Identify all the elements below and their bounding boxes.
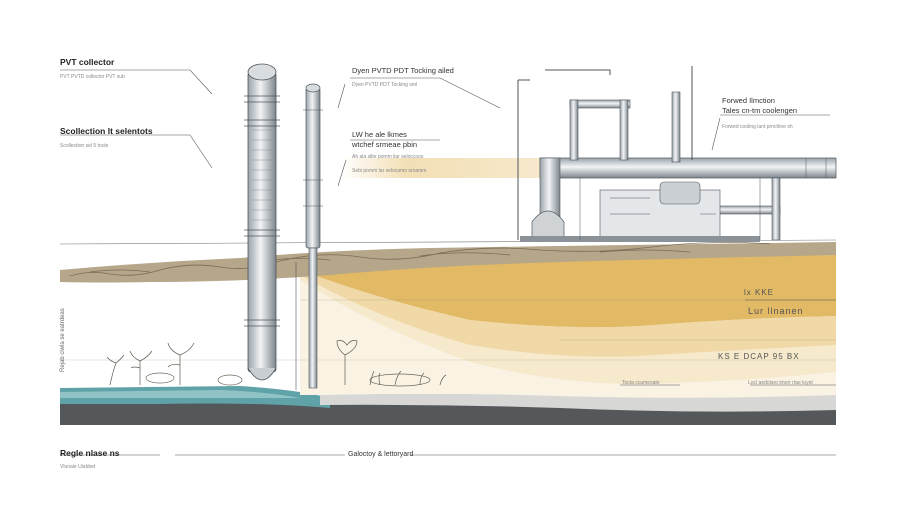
- mid-sand-layer: [300, 270, 836, 357]
- strata-caption-1: Tocta ccumesate: [622, 380, 660, 386]
- law-caption-2: Sebi pomm lar selocamo sroamm: [352, 168, 427, 174]
- leader-lines: [60, 69, 836, 456]
- scollection-caption: Scollection sel 5 tocte: [60, 143, 109, 149]
- ground-strata: [59, 239, 837, 425]
- law-caption-1: Ah ala slite pomm ilar seloccoos: [352, 154, 424, 160]
- bedrock-layer: [60, 397, 836, 425]
- forwed-title: Forwed Ilmction: [722, 96, 775, 105]
- pvt-collector-caption: PVT PVTD collector PVT sub: [60, 74, 125, 80]
- column-body: [247, 71, 277, 373]
- left-vertical-label: Rejab ciwla se eatrdeas: [60, 308, 66, 372]
- heat-exchange-plant: [517, 66, 837, 242]
- riser-4: [771, 177, 781, 241]
- tank: [531, 210, 565, 241]
- water-highlight: [60, 390, 300, 398]
- forwed-caption: Forwed cooling lant prnchloe sh: [722, 124, 793, 130]
- dark-sand-layer: [300, 255, 836, 328]
- footer-left-caption: Vlunale Uiabbet: [60, 464, 96, 470]
- footer-center-label: Galoctoy & lettoryard: [348, 451, 414, 458]
- pvt-collector-column: [244, 63, 280, 381]
- dyen-caption: Dyen PVTD PDT Tocking sml: [352, 82, 418, 88]
- dyen-title: Dyen PVTD PDT Tocking ailed: [352, 66, 454, 75]
- vegetation: [106, 340, 447, 387]
- pump: [659, 181, 701, 205]
- footer-left-title: Regle nlase ns: [60, 448, 120, 458]
- scollection-title: Scollection lt selentots: [60, 126, 153, 136]
- well-shaft: [308, 247, 318, 389]
- skid: [520, 236, 760, 242]
- cream-layer: [300, 280, 836, 398]
- column-top-cap: [247, 63, 277, 81]
- strata-mark-2: Lur llnanen: [748, 306, 804, 316]
- riser-1: [539, 157, 561, 219]
- well-top-cap: [305, 83, 321, 93]
- forwed-title-2: Tales cn-tm coolengen: [722, 106, 798, 115]
- riser-2: [569, 99, 579, 161]
- strata-mark-1: lx KKE: [744, 288, 775, 297]
- riser-3: [619, 99, 629, 161]
- law-title-2: wtchef srmeae pbin: [352, 140, 418, 149]
- overhead-line: [517, 69, 611, 240]
- column-bottom-cap: [247, 367, 277, 381]
- strata-caption-2: Locl aedolaro lmorr rtae loyet: [748, 380, 813, 386]
- law-title: LW he ale lkmes: [352, 130, 407, 139]
- well-column: [295, 83, 323, 390]
- light-sand-layer: [300, 275, 836, 385]
- rock-texture: [69, 242, 771, 277]
- well-body: [305, 87, 321, 249]
- heat-beam: [340, 158, 560, 178]
- stack: [671, 91, 681, 163]
- strata-mark-3: KS E DCAP 95 BX: [718, 352, 800, 361]
- pvt-collector-title: PVT collector: [60, 57, 115, 67]
- main-header-pipe: [539, 157, 837, 179]
